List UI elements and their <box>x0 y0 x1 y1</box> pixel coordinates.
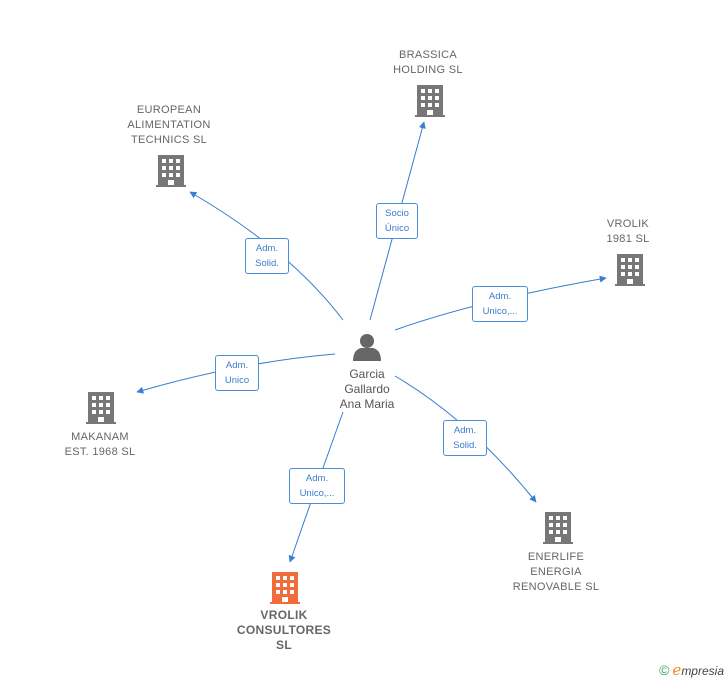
building-icon-vrolik1981[interactable] <box>615 254 645 286</box>
building-icon-makanam[interactable] <box>86 392 116 424</box>
node-label-enerlife[interactable]: ENERLIFE ENERGIA RENOVABLE SL <box>512 551 600 593</box>
edge-tag-makanam: Adm. Unico <box>215 355 259 391</box>
brand-logo: ©empresia <box>659 661 724 679</box>
edge-tag-brassica: Socio Único <box>376 203 418 239</box>
node-label-vrolikconsultores[interactable]: VROLIK CONSULTORES SL <box>236 608 332 652</box>
copyright-symbol: © <box>659 662 670 678</box>
brand-rest: mpresia <box>681 664 724 678</box>
building-icon-european[interactable] <box>156 155 186 187</box>
building-icon-brassica[interactable] <box>415 85 445 117</box>
building-icon-enerlife[interactable] <box>543 512 573 544</box>
edge-tag-vrolikconsultores: Adm. Unico,... <box>289 468 345 504</box>
node-label-european[interactable]: EUROPEAN ALIMENTATION TECHNICS SL <box>127 104 211 146</box>
node-label-vrolik1981[interactable]: VROLIK 1981 SL <box>606 218 650 245</box>
center-person-name[interactable]: Garcia Gallardo Ana Maria <box>339 367 395 411</box>
edge-tag-enerlife: Adm. Solid. <box>443 420 487 456</box>
edge-tag-vrolik1981: Adm. Unico,... <box>472 286 528 322</box>
node-label-brassica[interactable]: BRASSICA HOLDING SL <box>393 49 463 76</box>
brand-first-letter: e <box>672 661 682 679</box>
building-icon-vrolikconsultores[interactable] <box>270 572 300 604</box>
node-label-makanam[interactable]: MAKANAM EST. 1968 SL <box>64 431 136 458</box>
person-icon[interactable] <box>353 334 381 361</box>
edge-tag-european: Adm. Solid. <box>245 238 289 274</box>
